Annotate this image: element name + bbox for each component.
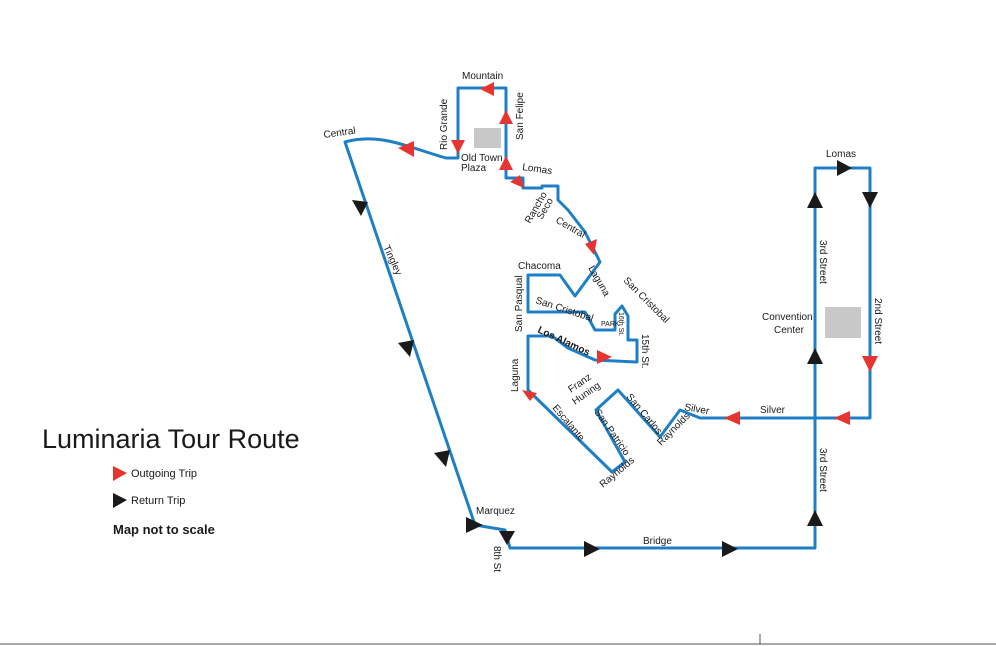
street-label-central-west: Central (323, 126, 356, 141)
street-label-san-cristobal-a: San Cristobal (534, 295, 594, 324)
street-label-laguna-upper: Laguna (585, 264, 611, 299)
return-arrows (352, 160, 878, 557)
return-arrow-icon (352, 200, 368, 216)
map-scale-note: Map not to scale (113, 522, 215, 537)
street-label-raynolds-lower: Raynolds (598, 455, 637, 490)
route-lines (343, 86, 872, 550)
return-arrow-icon (434, 450, 450, 467)
outgoing-arrow-icon (585, 239, 597, 255)
street-label-8th: 8th St (491, 546, 502, 572)
street-label-16th: 16th St. (617, 312, 624, 336)
street-label-lomas-oldtown: Lomas (522, 162, 553, 177)
street-label-escalante: Escalante (550, 403, 587, 444)
return-arrow-icon (499, 531, 515, 545)
outgoing-arrow-icon (834, 411, 850, 425)
return-arrow-icon (807, 192, 823, 208)
street-label-2nd: 2nd Street (872, 298, 883, 344)
return-arrow-icon (862, 192, 878, 208)
street-label-3rd-upper: 3rd Street (817, 240, 828, 284)
convention-center-label-2: Center (774, 325, 805, 336)
street-label-central-mid: Central (554, 215, 587, 241)
outgoing-arrow-icon (510, 175, 524, 188)
convention-center-label-1: Convention (762, 312, 813, 323)
street-label-lomas-east: Lomas (826, 149, 856, 160)
return-arrow-icon (807, 348, 823, 364)
street-label-los-alamos: Los Alamos (536, 325, 592, 359)
outgoing-arrow-icon (480, 82, 494, 96)
outgoing-arrow-icon (499, 110, 513, 124)
outgoing-arrow-icon (597, 350, 612, 364)
outgoing-legend-icon (113, 466, 127, 481)
old-town-plaza-label-1: Old Town (461, 153, 503, 164)
outgoing-arrow-icon (451, 140, 465, 154)
outgoing-arrow-icon (522, 390, 537, 401)
return-arrow-icon (398, 340, 414, 357)
street-label-laguna-lower: Laguna (510, 358, 521, 392)
street-label-chacoma: Chacoma (518, 261, 561, 272)
legend-return-label: Return Trip (131, 495, 185, 507)
return-arrow-icon (807, 510, 823, 526)
old-town-plaza-label-2: Plaza (461, 163, 486, 174)
street-label-san-pasqual: San Pasqual (514, 275, 525, 332)
return-legend-icon (113, 493, 127, 508)
street-label-silver-short: Silver (683, 402, 710, 417)
outgoing-arrow-icon (724, 411, 740, 425)
street-label-15th: 15th St. (639, 334, 650, 368)
street-label-san-carlos: San Carlos (624, 392, 664, 437)
outgoing-arrows (398, 82, 878, 425)
outgoing-arrow-icon (862, 356, 878, 372)
return-arrow-icon (466, 517, 483, 533)
return-arrow-icon (722, 541, 738, 557)
street-label-bridge: Bridge (643, 536, 672, 547)
street-label-rio-grande: Rio Grande (439, 98, 450, 150)
street-label-silver-long: Silver (760, 405, 786, 416)
street-label-san-felipe: San Felipe (515, 92, 526, 140)
street-label-3rd-lower: 3rd Street (817, 448, 828, 492)
legend-outgoing-label: Outgoing Trip (131, 468, 197, 480)
old-town-plaza-building (474, 128, 501, 148)
outgoing-arrow-icon (499, 156, 513, 170)
route-old-town-loop (343, 86, 872, 550)
street-label-mountain: Mountain (462, 71, 503, 82)
street-label-san-patricio: San Patricio (592, 407, 632, 458)
convention-center-building (825, 307, 861, 338)
return-arrow-icon (837, 160, 852, 176)
return-arrow-icon (584, 541, 600, 557)
map-title: Luminaria Tour Route (42, 424, 300, 454)
street-label-park: PARK (601, 321, 620, 328)
street-label-marquez: Marquez (476, 506, 515, 517)
outgoing-arrow-icon (398, 141, 414, 157)
